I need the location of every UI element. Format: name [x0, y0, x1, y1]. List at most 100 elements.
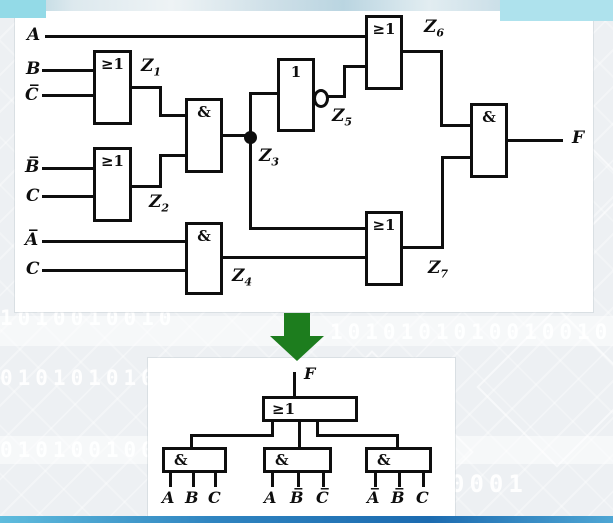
wire-z1-v	[159, 86, 162, 117]
wire-fan-center-v	[298, 422, 301, 448]
wire-not-in	[249, 92, 277, 95]
stub	[271, 472, 274, 487]
or-gate-3-symbol: ≥1	[372, 20, 396, 38]
and-gate-term2-symbol: &	[275, 451, 289, 469]
wire-fan-left-v2	[190, 434, 193, 448]
binary-string: 0001	[450, 470, 528, 498]
wire-z7-v	[441, 156, 444, 249]
or-gate-simplified: ≥1	[262, 396, 358, 422]
wire-fan-right-v2	[396, 434, 399, 448]
wire-fan-right-v1	[316, 422, 319, 437]
wire-z2-h2	[159, 154, 185, 157]
wire-z3-up	[249, 93, 252, 137]
or-gate-3: ≥1	[365, 15, 403, 90]
binary-string: 10101010100100100	[330, 320, 613, 344]
signal-label-z7: Z7	[428, 258, 449, 281]
and-gate-term3: &	[365, 447, 432, 473]
wire-f2	[293, 372, 296, 397]
circuit-panel-simplified	[148, 358, 455, 523]
input-label-c-bar: C̅	[25, 85, 39, 105]
banner-cyan-right	[500, 0, 613, 21]
or-gate-1-symbol: ≥1	[100, 55, 124, 73]
term3-input-bbar: B̅	[391, 488, 405, 507]
wire-fan-left-v1	[271, 422, 274, 437]
wire-z4-out	[223, 256, 365, 259]
wire-abar	[42, 240, 185, 243]
top-banner	[0, 0, 613, 11]
stub	[374, 472, 377, 487]
wire-z6-h1	[403, 50, 443, 53]
term1-input-c: C	[208, 488, 221, 507]
and-gate-term1: &	[162, 447, 227, 473]
stub	[398, 472, 401, 487]
wire-bbar	[42, 167, 93, 170]
wire-c2	[42, 269, 185, 272]
wire-a	[45, 35, 365, 38]
wire-fan-left-h	[190, 434, 274, 437]
stub	[192, 472, 195, 487]
wire-f-out	[508, 139, 563, 142]
term1-input-b: B	[185, 488, 199, 507]
and-gate-2-symbol: &	[197, 227, 211, 245]
not-gate: 1	[277, 58, 315, 132]
signal-label-z4: Z4	[232, 266, 253, 289]
signal-label-z5: Z5	[332, 106, 353, 129]
wire-fan-right-h	[316, 434, 399, 437]
and-gate-1: &	[185, 98, 223, 173]
input-label-c: C	[26, 186, 40, 206]
input-label-c2: C	[26, 259, 40, 279]
banner-cyan-left	[0, 0, 46, 18]
wire-z1-h1	[132, 86, 162, 89]
term1-input-a: A	[162, 488, 175, 507]
wire-c	[42, 195, 93, 198]
wire-z1-h2	[159, 114, 185, 117]
and-gate-final-symbol: &	[482, 108, 496, 126]
stub	[422, 472, 425, 487]
term3-input-abar: A̅	[367, 488, 380, 507]
stub	[214, 472, 217, 487]
bottom-bar	[0, 516, 613, 523]
signal-label-z2: Z2	[149, 192, 170, 215]
wire-z5-h2	[343, 65, 365, 68]
term2-input-bbar: B̅	[290, 488, 304, 507]
or-gate-simplified-symbol: ≥1	[272, 400, 296, 418]
and-gate-1-symbol: &	[197, 103, 211, 121]
or-gate-4: ≥1	[365, 211, 403, 286]
and-gate-term1-symbol: &	[174, 451, 188, 469]
wire-z5-v	[343, 65, 346, 98]
wire-z7-h1	[403, 246, 444, 249]
wire-z3-to-or4	[249, 227, 365, 230]
term2-input-a: A	[264, 488, 277, 507]
and-gate-final: &	[470, 103, 508, 178]
wire-z3-down	[249, 137, 252, 230]
stub	[297, 472, 300, 487]
wire-z2-v	[159, 156, 162, 188]
or-gate-1: ≥1	[93, 50, 132, 125]
wire-cbar	[42, 94, 93, 97]
wire-z7-h2	[441, 156, 470, 159]
transform-arrow	[270, 313, 324, 361]
or-gate-4-symbol: ≥1	[372, 216, 396, 234]
stub	[169, 472, 172, 487]
wire-b	[42, 69, 93, 72]
wire-z3-out	[223, 134, 252, 137]
wire-z6-v	[440, 50, 443, 127]
term2-input-cbar: C̅	[316, 488, 329, 507]
or-gate-2: ≥1	[93, 147, 132, 222]
stub	[322, 472, 325, 487]
and-gate-term2: &	[263, 447, 332, 473]
input-label-b: B	[26, 59, 41, 79]
wire-z2-h1	[132, 185, 162, 188]
or-gate-2-symbol: ≥1	[100, 152, 124, 170]
wire-z5-h1	[328, 95, 346, 98]
signal-label-z1: Z1	[141, 56, 162, 79]
term3-input-c: C	[416, 488, 429, 507]
and-gate-2: &	[185, 222, 223, 295]
output-label-f: F	[572, 128, 585, 148]
signal-label-z6: Z6	[424, 17, 445, 40]
not-gate-symbol: 1	[290, 63, 302, 81]
wire-z6-h2	[440, 124, 470, 127]
junction-dot	[244, 131, 257, 144]
and-gate-term3-symbol: &	[377, 451, 391, 469]
